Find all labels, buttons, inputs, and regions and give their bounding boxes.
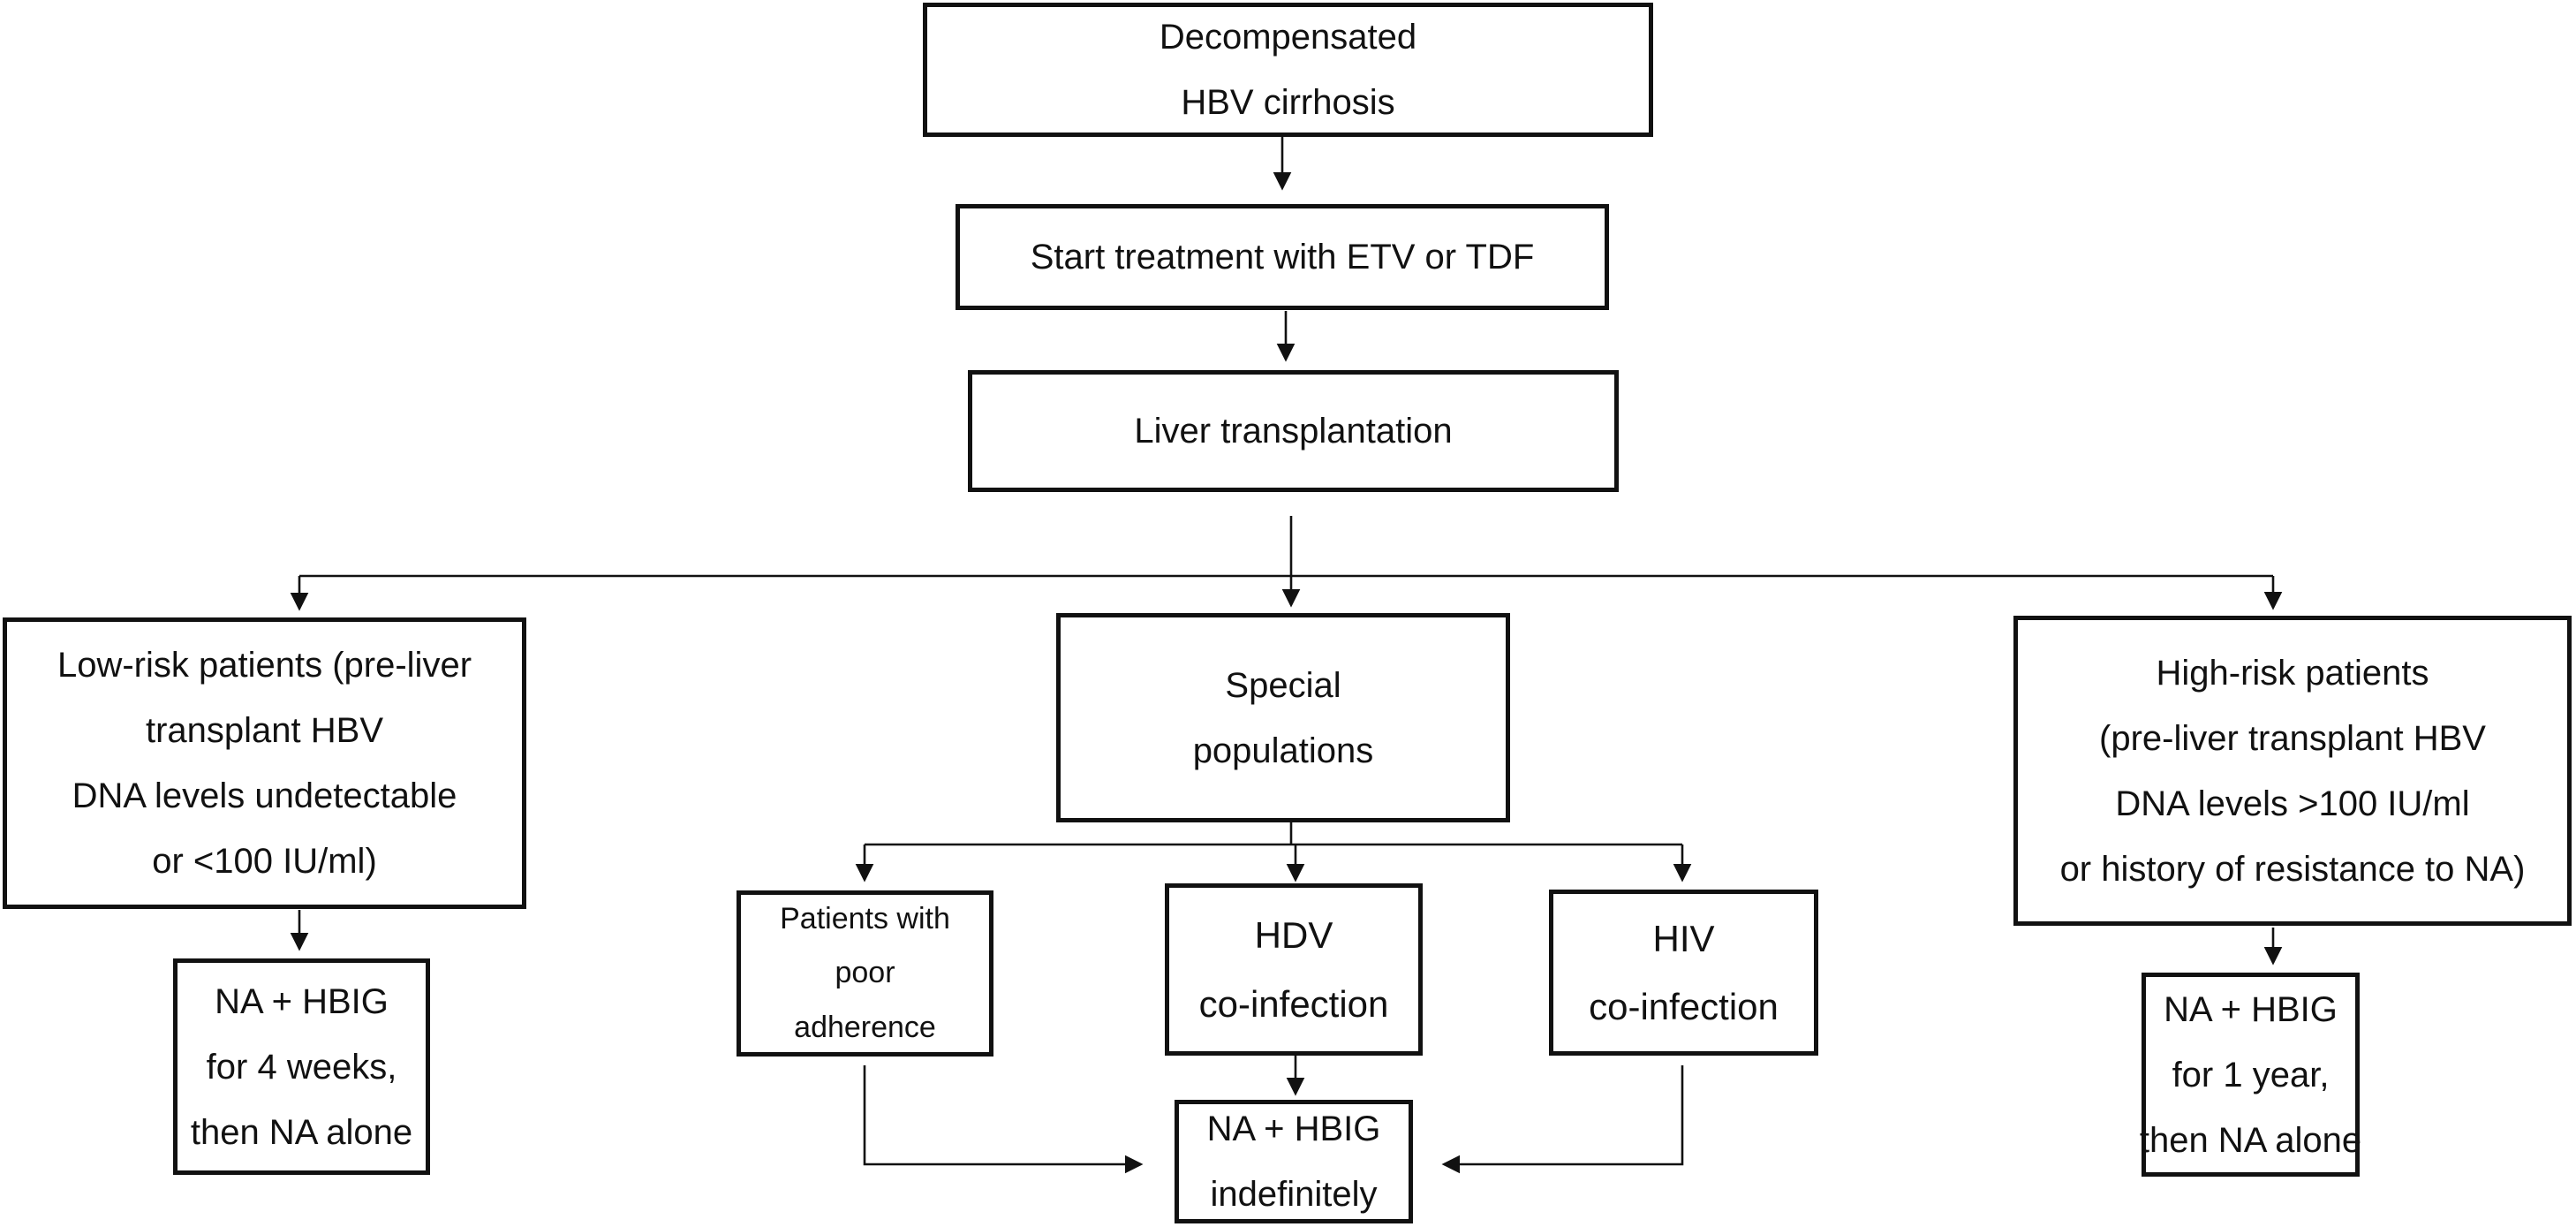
liver-transplantation-text: Liver transplantation: [1134, 412, 1453, 451]
poor-adherence-line-1: Patients with: [780, 902, 950, 936]
hdv-line-2: co-infection: [1198, 982, 1389, 1025]
low-risk-outcome-box: NA + HBIG for 4 weeks, then NA alone: [173, 958, 430, 1175]
low-risk-outcome-line-2: for 4 weeks,: [206, 1047, 397, 1087]
liver-transplantation-box: Liver transplantation: [968, 370, 1619, 492]
low-risk-patients-box: Low-risk patients (pre-liver transplant …: [3, 617, 526, 909]
high-risk-outcome-box: NA + HBIG for 1 year, then NA alone: [2139, 973, 2362, 1177]
high-risk-outcome-line-2: for 1 year,: [2172, 1055, 2330, 1094]
decompensated-line-2: HBV cirrhosis: [1181, 83, 1395, 122]
arrow-poor-adherence-to-special-outcome: [863, 1065, 1144, 1174]
high-risk-outcome-line-3: then NA alone: [2139, 1120, 2362, 1160]
low-risk-outcome-line-1: NA + HBIG: [215, 981, 389, 1021]
hiv-line-2: co-infection: [1589, 986, 1779, 1027]
low-risk-line-1: Low-risk patients (pre-liver: [57, 646, 472, 685]
poor-adherence-line-3: adherence: [794, 1010, 936, 1044]
high-risk-outcome-line-1: NA + HBIG: [2164, 989, 2338, 1029]
decompensated-hbv-cirrhosis-box: Decompensated HBV cirrhosis: [923, 3, 1653, 137]
hiv-line-1: HIV: [1652, 917, 1715, 959]
high-risk-line-4: or history of resistance to NA): [2059, 849, 2526, 889]
high-risk-patients-box: High-risk patients (pre-liver transplant…: [2013, 616, 2572, 926]
high-risk-line-1: High-risk patients: [2156, 653, 2429, 693]
hdv-line-1: HDV: [1254, 914, 1333, 957]
poor-adherence-box: Patients with poor adherence: [737, 890, 993, 1057]
special-populations-box: Special populations: [1056, 613, 1510, 822]
arrow-hiv-to-special-outcome: [1441, 1065, 1684, 1174]
decompensated-line-1: Decompensated: [1159, 18, 1417, 57]
low-risk-line-3: DNA levels undetectable: [72, 776, 457, 815]
hiv-coinfection-box: HIV co-infection: [1549, 890, 1818, 1056]
high-risk-line-3: DNA levels >100 IU/ml: [2115, 784, 2470, 823]
start-treatment-text: Start treatment with ETV or TDF: [1030, 238, 1535, 276]
special-populations-line-1: Special: [1225, 665, 1341, 705]
hdv-coinfection-box: HDV co-infection: [1165, 883, 1423, 1056]
low-risk-line-4: or <100 IU/ml): [152, 842, 377, 881]
low-risk-line-2: transplant HBV: [145, 711, 384, 750]
high-risk-line-2: (pre-liver transplant HBV: [2099, 718, 2486, 758]
special-populations-outcome-box: NA + HBIG indefinitely: [1175, 1100, 1413, 1223]
start-treatment-box: Start treatment with ETV or TDF: [956, 204, 1609, 310]
special-populations-line-2: populations: [1192, 731, 1374, 770]
low-risk-outcome-line-3: then NA alone: [190, 1112, 413, 1152]
special-outcome-line-1: NA + HBIG: [1206, 1110, 1381, 1148]
special-outcome-line-2: indefinitely: [1210, 1175, 1378, 1214]
poor-adherence-line-2: poor: [835, 956, 895, 990]
